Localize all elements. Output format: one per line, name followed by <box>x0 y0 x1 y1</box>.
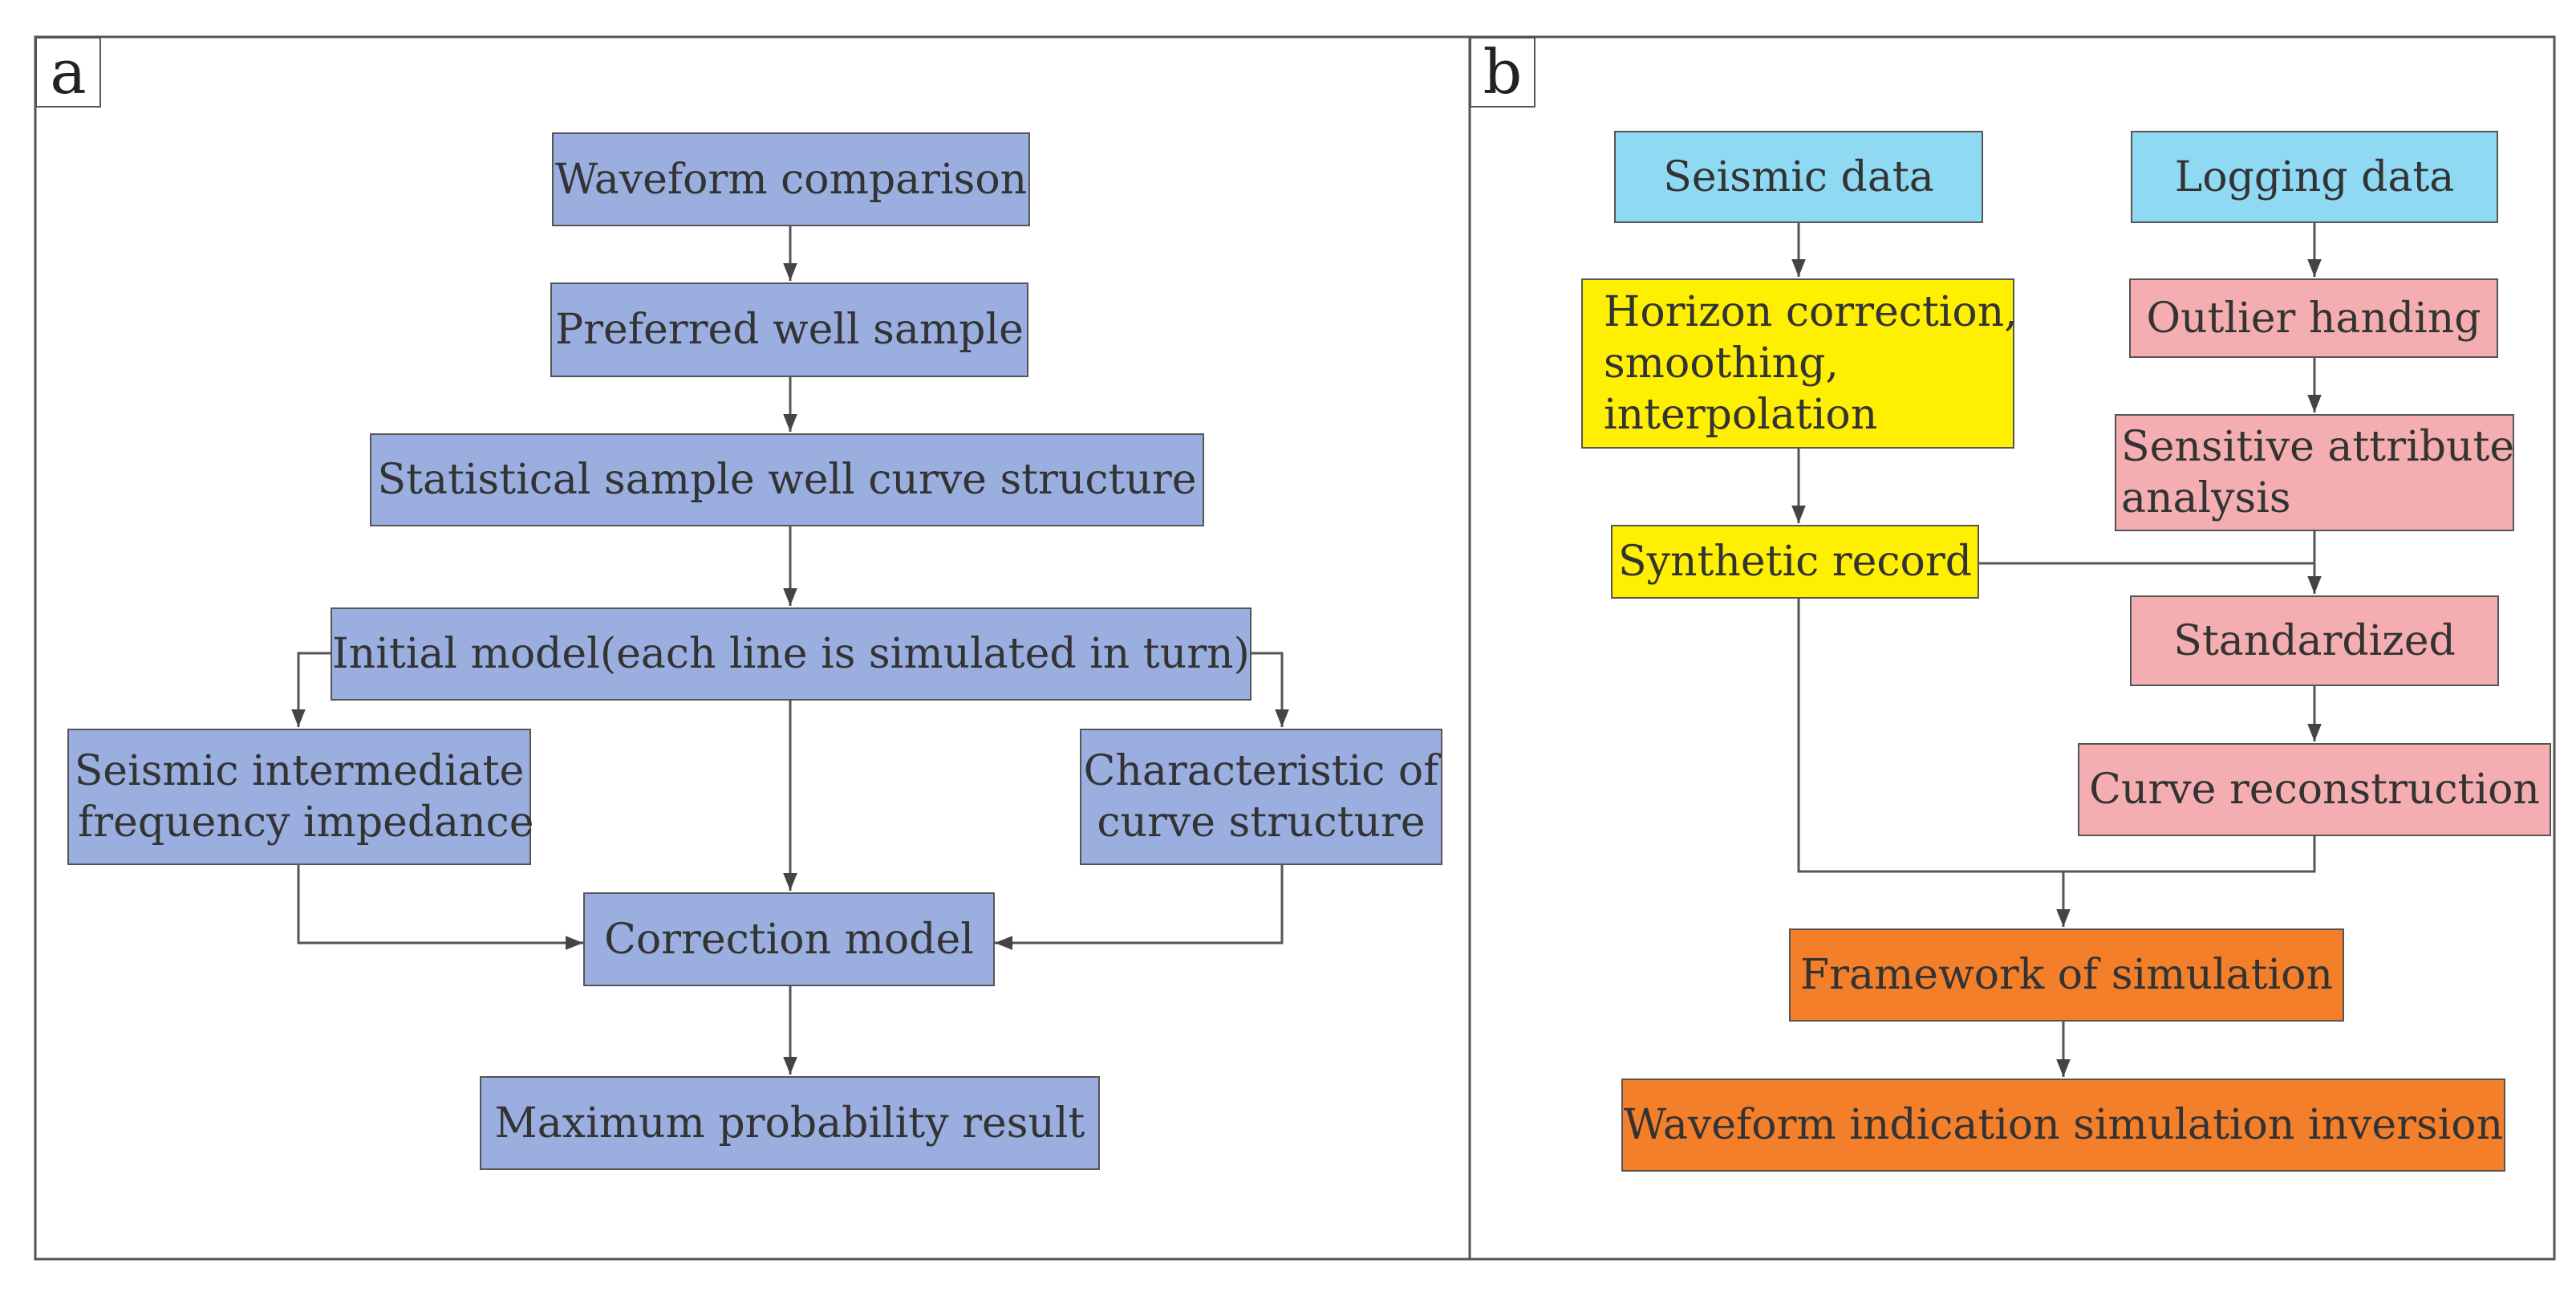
box-statistical-structure: Statistical sample well curve structure <box>370 433 1204 526</box>
box-preferred-well-sample: Preferred well sample <box>550 282 1028 377</box>
box-logging-data: Logging data <box>2131 131 2498 223</box>
box-seismic-data: Seismic data <box>1614 131 1983 223</box>
arrow-seismic-to-correction <box>297 865 583 950</box>
arrow-initial-to-characteristic <box>1251 652 1289 727</box>
box-synthetic-record: Synthetic record <box>1611 525 1979 599</box>
box-maximum-probability: Maximum probability result <box>480 1076 1100 1170</box>
box-horizon-correction: Horizon correction, smoothing, interpola… <box>1581 278 2018 449</box>
box-correction-model: Correction model <box>583 892 995 986</box>
panel-label-a: a <box>35 37 101 108</box>
box-sensitive-attribute: Sensitive attribute analysis <box>2115 414 2514 531</box>
box-framework-simulation: Framework of simulation <box>1789 928 2344 1022</box>
line-synthetic-curve-merge <box>1797 599 2316 873</box>
box-seismic-impedance: Seismic intermediate frequency impedance <box>67 729 534 865</box>
box-waveform-inversion: Waveform indication simulation inversion <box>1621 1079 2505 1172</box>
box-initial-model: Initial model(each line is simulated in … <box>331 607 1251 701</box>
panel-b-border <box>1468 35 2556 1261</box>
arrow-characteristic-to-correction <box>995 865 1284 950</box>
box-outlier-handing: Outlier handing <box>2129 278 2498 358</box>
box-characteristic-curve: Characteristic of curve structure <box>1080 729 1442 865</box>
box-standardized: Standardized <box>2130 595 2499 686</box>
box-curve-reconstruction: Curve reconstruction <box>2078 743 2551 836</box>
arrow-initial-to-seismic <box>291 652 331 727</box>
panel-label-b: b <box>1470 37 1535 108</box>
box-waveform-comparison: Waveform comparison <box>552 132 1030 226</box>
